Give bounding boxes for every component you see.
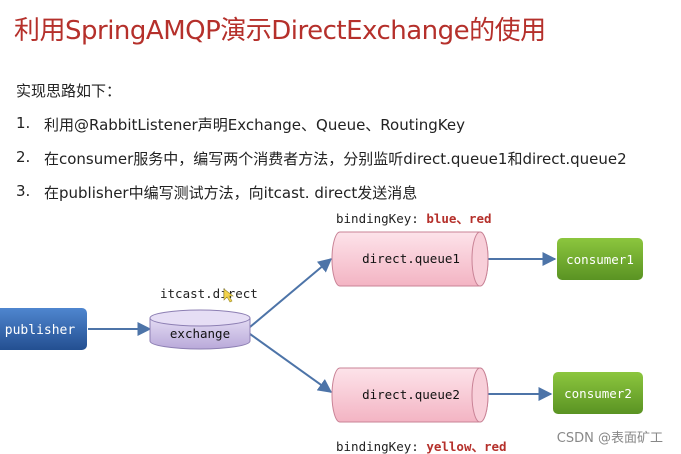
intro-text: 实现思路如下： xyxy=(16,82,122,100)
publisher-node: publisher xyxy=(0,308,87,350)
arrow-exchange-queue2 xyxy=(249,333,333,393)
queue1-node: direct.queue1 xyxy=(331,231,489,287)
consumer2-node: consumer2 xyxy=(553,372,643,414)
binding-key-1: bindingKey: blue、red xyxy=(336,211,492,226)
step-item: 2. 在consumer服务中，编写两个消费者方法，分别监听direct.que… xyxy=(16,148,627,182)
steps-list: 1. 利用@RabbitListener声明Exchange、Queue、Rou… xyxy=(16,114,627,216)
step-number: 1. xyxy=(16,114,31,132)
binding-key-2: bindingKey: yellow、red xyxy=(336,439,507,454)
cursor-icon xyxy=(223,288,234,303)
binding-key-2-label: bindingKey: xyxy=(336,439,426,454)
queue2-label: direct.queue2 xyxy=(362,387,460,402)
step-item: 1. 利用@RabbitListener声明Exchange、Queue、Rou… xyxy=(16,114,627,148)
consumer1-label: consumer1 xyxy=(566,252,634,267)
watermark-text: CSDN @表面矿工 xyxy=(556,431,663,446)
exchange-label: exchange xyxy=(170,326,230,341)
step-text: 在consumer服务中，编写两个消费者方法，分别监听direct.queue1… xyxy=(44,150,627,168)
binding-key-1-label: bindingKey: xyxy=(336,211,426,226)
step-number: 2. xyxy=(16,148,31,166)
exchange-node: exchange xyxy=(149,309,251,350)
binding-key-1-values: blue、red xyxy=(426,211,491,226)
step-text: 在publisher中编写测试方法，向itcast. direct发送消息 xyxy=(44,184,418,202)
publisher-label: publisher xyxy=(5,323,76,338)
binding-key-2-values: yellow、red xyxy=(426,439,506,454)
step-text: 利用@RabbitListener声明Exchange、Queue、Routin… xyxy=(44,116,466,134)
queue2-node: direct.queue2 xyxy=(331,367,489,423)
consumer2-label: consumer2 xyxy=(564,386,632,401)
step-item: 3. 在publisher中编写测试方法，向itcast. direct发送消息 xyxy=(16,182,627,216)
consumer1-node: consumer1 xyxy=(557,238,643,280)
queue1-label: direct.queue1 xyxy=(362,251,460,266)
arrow-exchange-queue1 xyxy=(249,258,333,328)
page-title: 利用SpringAMQP演示DirectExchange的使用 xyxy=(14,16,546,46)
exchange-name-label: itcast.direct xyxy=(160,286,258,301)
step-number: 3. xyxy=(16,182,31,200)
